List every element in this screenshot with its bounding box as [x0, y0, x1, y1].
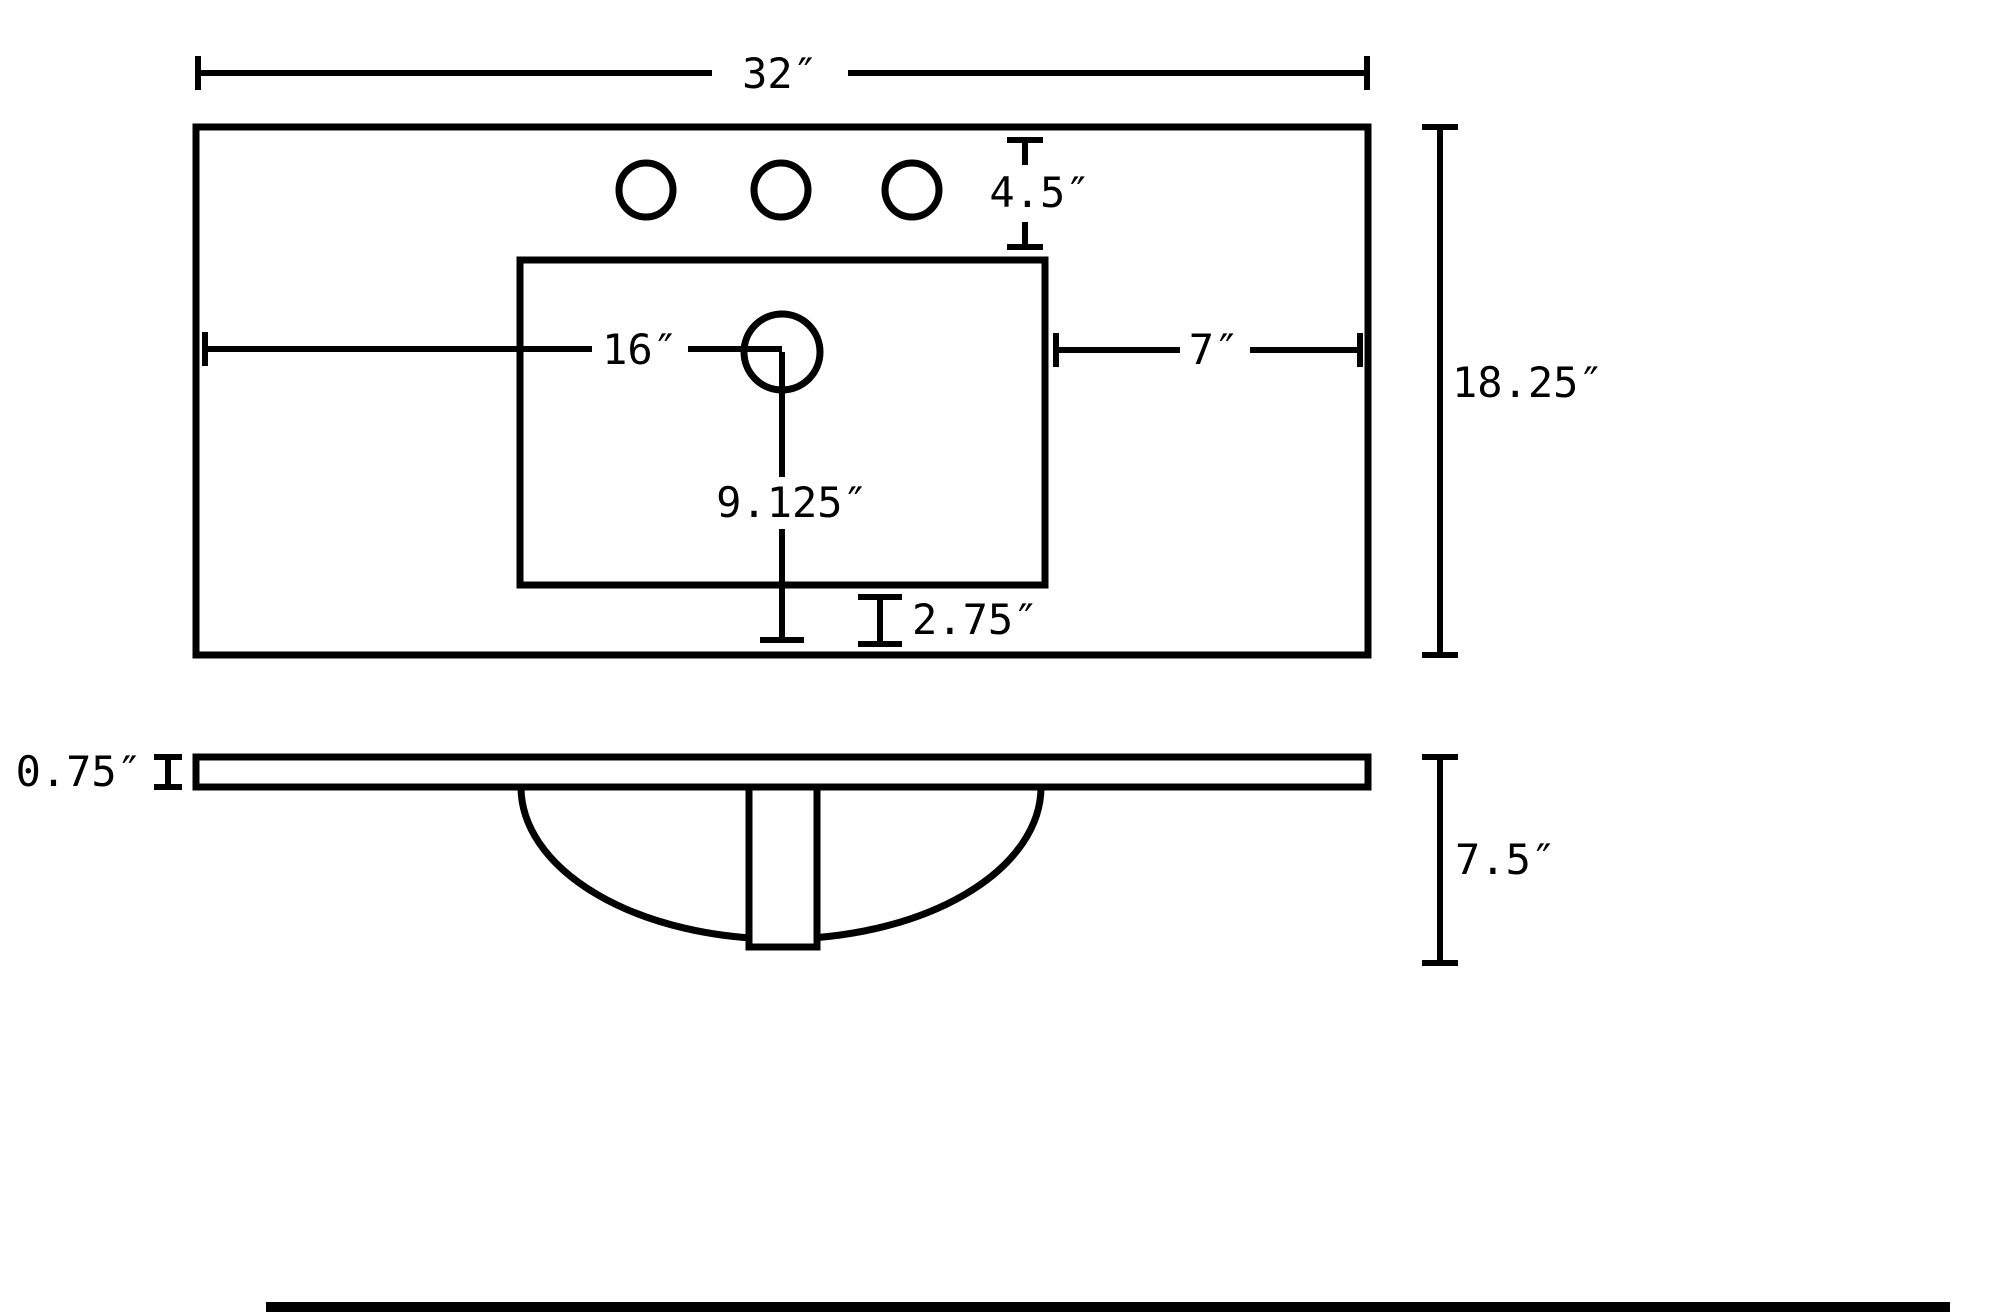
dim-label-overall-depth: 18.25″	[1452, 358, 1604, 407]
dim-label-drain-from-left: 16″	[602, 325, 678, 374]
drain-pipe	[745, 783, 821, 951]
dim-label-overall-width: 32″	[742, 49, 818, 98]
faucet-hole-center	[750, 159, 812, 221]
dim-label-basin-front-gap: 2.75″	[912, 595, 1038, 644]
dim-line-overall-height	[1422, 754, 1458, 966]
dim-label-basin-right-margin: 7″	[1189, 325, 1240, 374]
dim-line-overall-depth	[1422, 124, 1458, 658]
dim-line-basin-front-gap	[858, 594, 902, 647]
dim-label-slab-thickness: 0.75″	[16, 747, 142, 796]
dim-line-drain-from-left	[202, 332, 782, 366]
dim-line-overall-width	[195, 56, 1370, 90]
faucet-hole-left	[615, 159, 677, 221]
countertop-slab-profile	[192, 753, 1372, 791]
dim-label-overall-height: 7.5″	[1455, 835, 1556, 884]
dim-label-drain-to-front: 9.125″	[716, 478, 868, 527]
dim-line-faucet-offset	[1007, 137, 1043, 250]
faucet-hole-right	[881, 159, 943, 221]
dim-line-basin-right-margin	[1053, 333, 1363, 367]
cropped-edge-strip	[266, 1302, 1950, 1312]
countertop-outline	[192, 123, 1372, 659]
dim-line-drain-to-front	[760, 352, 804, 643]
dim-label-faucet-offset: 4.5″	[989, 168, 1090, 217]
dim-line-slab-thickness	[154, 754, 182, 790]
